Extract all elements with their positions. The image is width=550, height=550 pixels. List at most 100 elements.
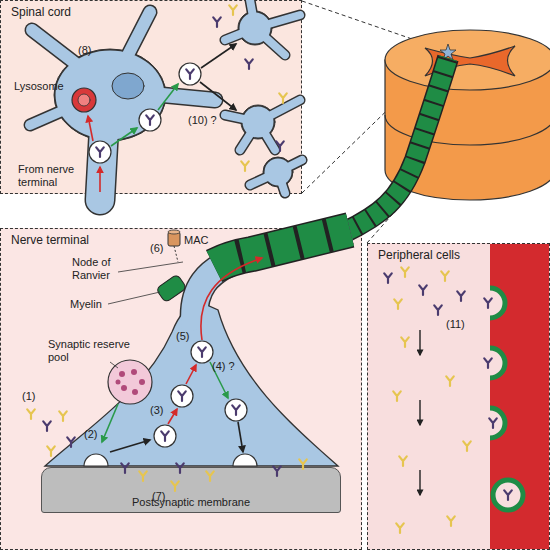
transport-arrow xyxy=(102,404,118,442)
motor-neuron xyxy=(100,110,105,200)
transport-arrow xyxy=(88,116,93,141)
spinal-cord-cylinder xyxy=(385,115,550,145)
nerve-terminal xyxy=(194,230,350,330)
synaptic-reserve-pool xyxy=(131,369,137,375)
zoom-line xyxy=(362,205,400,228)
neighbour-neuron xyxy=(243,107,274,138)
antibody xyxy=(96,147,104,157)
synaptic-reserve-pool xyxy=(139,379,145,385)
vesicle xyxy=(225,399,247,421)
transport-arrow xyxy=(99,167,101,192)
neighbour-neuron xyxy=(258,122,275,150)
antibody xyxy=(401,267,409,277)
motor-neuron xyxy=(112,73,144,99)
antibody xyxy=(47,446,55,456)
neighbour-neuron xyxy=(225,0,302,193)
vesicle xyxy=(139,109,161,131)
antibody xyxy=(213,17,221,27)
node-title: Peripheral cells xyxy=(368,244,549,262)
nerve-terminal xyxy=(156,274,187,303)
callout-number: (1) xyxy=(22,390,35,403)
antibody xyxy=(299,459,307,469)
antibody xyxy=(419,285,427,295)
neighbour-neuron xyxy=(225,0,302,193)
antibody xyxy=(229,5,237,15)
part-label: Synaptic reserve pool xyxy=(48,338,148,363)
zoom-line xyxy=(367,200,405,243)
antibody xyxy=(171,481,179,491)
node-title: Postsynaptic membrane xyxy=(132,496,250,512)
motor-neuron xyxy=(30,90,110,125)
node-title: Spinal cord xyxy=(1,1,301,19)
antibody xyxy=(401,337,409,347)
neighbour-neuron xyxy=(278,172,285,193)
antibody xyxy=(241,161,249,171)
antibody xyxy=(161,431,169,441)
antibody xyxy=(434,305,442,315)
neighbour-neuron xyxy=(225,28,255,40)
transport-arrow xyxy=(110,440,150,452)
peripheral-cell xyxy=(490,288,523,510)
callout-number: (4) ? xyxy=(212,360,235,373)
synaptic-reserve-pool xyxy=(108,360,152,404)
vesicle xyxy=(84,341,257,466)
callout-number: (8) xyxy=(78,44,91,57)
neighbour-neuron xyxy=(255,15,300,28)
callout-number: (2) xyxy=(84,428,97,441)
vesicle xyxy=(233,454,257,466)
synaptic-reserve-pool xyxy=(121,385,127,391)
transport-arrow xyxy=(102,258,262,452)
nerve-terminal xyxy=(168,232,180,246)
vesicle xyxy=(89,63,201,163)
antibody xyxy=(484,298,492,308)
transport-arrow xyxy=(238,422,243,452)
neighbour-neuron xyxy=(250,0,255,28)
antibody xyxy=(484,358,492,368)
transport-arrow xyxy=(88,44,236,192)
motor-neuron xyxy=(100,110,105,200)
neighbour-neuron xyxy=(238,11,272,45)
synaptic-reserve-pool xyxy=(132,389,138,395)
neighbour-neuron xyxy=(278,160,302,172)
antibody xyxy=(198,347,206,357)
antibody xyxy=(206,471,214,481)
motor-neuron xyxy=(78,94,90,106)
neighbour-neuron xyxy=(258,122,275,150)
antibody xyxy=(59,411,67,421)
callout-number: (3) xyxy=(150,404,163,417)
nerve-terminal xyxy=(108,292,160,304)
postsynaptic-membrane: Postsynaptic membrane xyxy=(41,467,341,513)
neighbour-neuron xyxy=(225,0,302,193)
antibody xyxy=(121,463,129,473)
spinal-cord-cylinder xyxy=(385,30,550,90)
peripheral-cell xyxy=(490,408,505,438)
vesicle xyxy=(171,385,193,407)
nerve-terminal xyxy=(214,230,350,266)
nerve-terminal xyxy=(168,230,180,234)
neighbour-neuron xyxy=(263,157,293,187)
neighbour-neuron xyxy=(255,28,285,55)
antibody xyxy=(489,418,497,428)
part-label: Node of Ranvier xyxy=(72,256,124,281)
transport-arrow xyxy=(186,365,196,384)
part-label: Lysosome xyxy=(14,80,64,93)
antibody xyxy=(67,437,75,447)
transport-arrow xyxy=(419,330,420,355)
part-label: From nerve terminal xyxy=(18,163,84,188)
synaptic-reserve-pool xyxy=(116,380,121,385)
antibody xyxy=(139,471,147,481)
motor-neuron xyxy=(110,90,215,100)
panel: Nerve terminalPostsynaptic membrane xyxy=(0,228,362,550)
transport-arrow xyxy=(419,470,420,495)
transport-arrow xyxy=(158,84,178,110)
transport-arrow xyxy=(111,128,137,146)
spinal-cord-cylinder xyxy=(385,30,550,200)
neighbour-neuron xyxy=(255,15,300,28)
antibody xyxy=(96,5,287,171)
antibody xyxy=(43,421,51,431)
antibody xyxy=(394,299,402,309)
motor-neuron xyxy=(30,90,110,125)
antibody xyxy=(441,271,449,281)
antibody xyxy=(273,466,281,476)
antibody xyxy=(504,490,512,500)
